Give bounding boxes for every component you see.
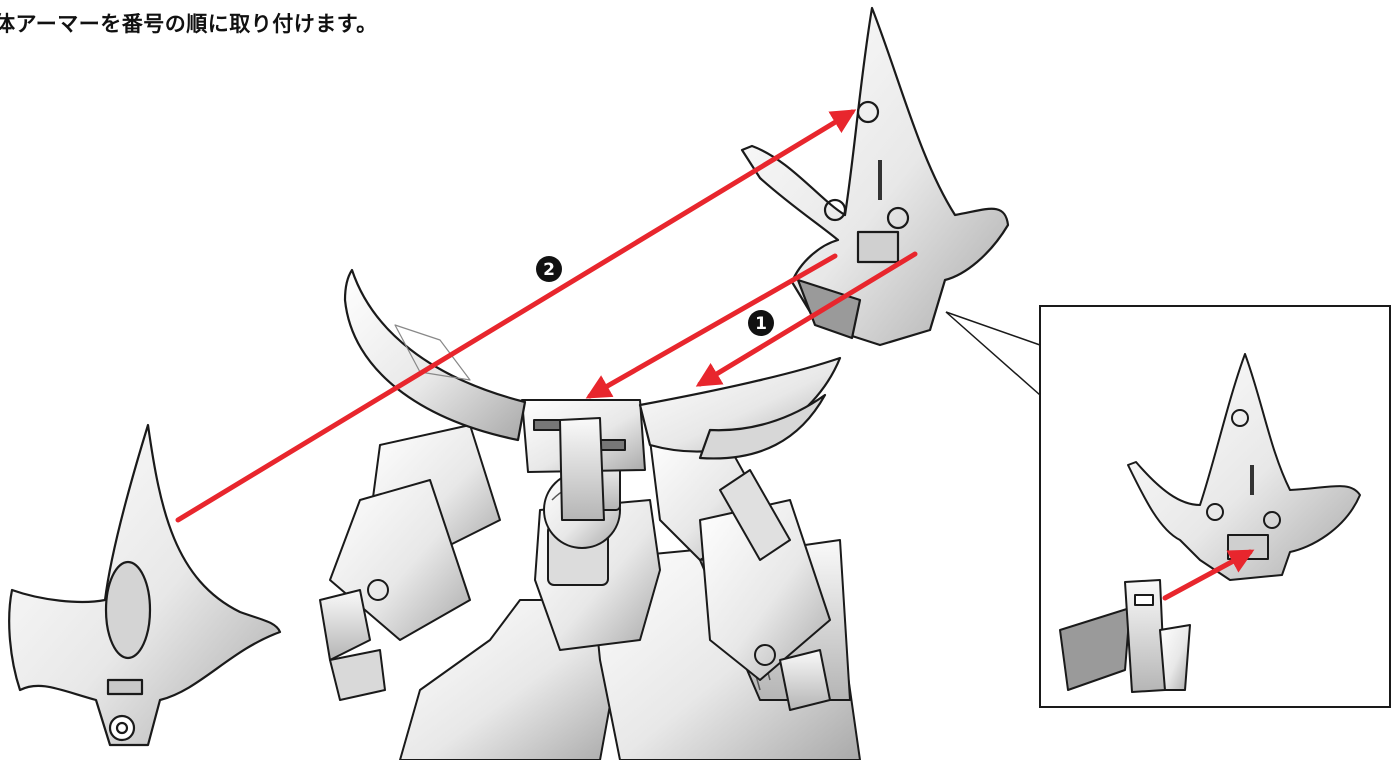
- instruction-text: 体アーマーを番号の順に取り付けます。: [0, 12, 378, 36]
- arrow-step-2: [175, 109, 857, 523]
- arrow-detail: [1162, 549, 1255, 601]
- step-badge-1: 1: [748, 310, 774, 336]
- arrows: [175, 109, 1255, 601]
- detail-connector-part: [1059, 579, 1191, 693]
- detail-crest-part: [1127, 353, 1361, 581]
- step-badge-2: 2: [536, 256, 562, 282]
- step-badge-1-label: 1: [755, 314, 767, 334]
- robot-body: [319, 399, 861, 760]
- step-badge-2-label: 2: [543, 260, 555, 280]
- v-crest-part: [740, 6, 1010, 347]
- arrow-step-1a: [585, 253, 838, 399]
- installed-crest: [343, 268, 842, 460]
- detail-callout: [945, 305, 1391, 708]
- arrow-step-1b: [695, 251, 918, 387]
- front-armor-part: [8, 423, 282, 747]
